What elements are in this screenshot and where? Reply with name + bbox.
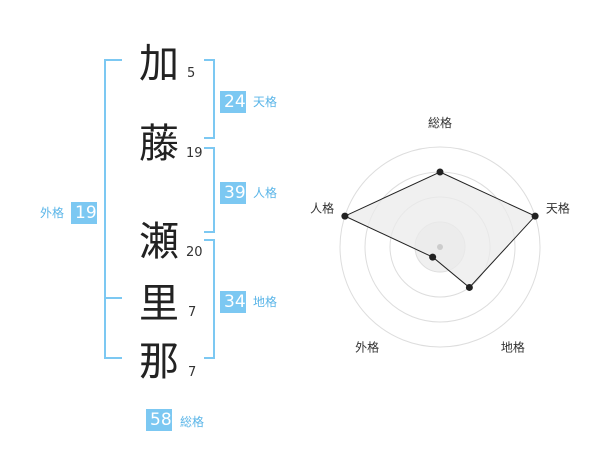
chikaku-bracket xyxy=(204,239,215,359)
radar-data-polygon xyxy=(343,171,536,289)
stroke-count-5: 7 xyxy=(188,365,197,380)
chikaku-value: 34 xyxy=(220,291,246,313)
name-char-1: 加 xyxy=(139,41,179,87)
gaikaku-bracket xyxy=(104,59,122,359)
stroke-count-2: 19 xyxy=(186,146,203,161)
stroke-count-1: 5 xyxy=(187,66,196,81)
radar-axis-label-3: 地格 xyxy=(501,339,525,354)
radar-axis-label-2: 天格 xyxy=(546,201,570,216)
jinkaku-label: 人格 xyxy=(253,186,278,200)
tenkaku-value: 24 xyxy=(220,91,246,113)
jinkaku-value: 39 xyxy=(220,182,246,204)
soukaku-value: 58 xyxy=(146,409,172,431)
radar-point-5 xyxy=(341,212,349,220)
jinkaku-bracket xyxy=(204,147,215,233)
radar-point-2 xyxy=(531,212,539,220)
gaikaku-value: 19 xyxy=(71,202,97,224)
name-char-5: 那 xyxy=(139,339,179,385)
gaikaku-label: 外格 xyxy=(40,206,65,220)
radar-axis-label-4: 外格 xyxy=(355,339,379,354)
radar-point-4 xyxy=(429,253,437,261)
tenkaku-bracket xyxy=(204,59,215,139)
tenkaku-label: 天格 xyxy=(253,95,278,109)
name-char-2: 藤 xyxy=(139,121,179,167)
name-char-4: 里 xyxy=(139,281,179,327)
radar-axis-label-5: 人格 xyxy=(310,201,334,216)
radar-point-1 xyxy=(436,168,444,176)
name-char-3: 瀬 xyxy=(139,219,179,265)
chikaku-label: 地格 xyxy=(253,295,278,309)
radar-center-dot xyxy=(437,244,443,250)
soukaku-label: 総格 xyxy=(180,415,205,429)
radar-point-3 xyxy=(465,283,473,291)
stroke-count-4: 7 xyxy=(188,305,197,320)
radar-axis-label-1: 総格 xyxy=(428,115,452,130)
stroke-count-3: 20 xyxy=(186,245,203,260)
radar-ring-4 xyxy=(339,146,541,348)
